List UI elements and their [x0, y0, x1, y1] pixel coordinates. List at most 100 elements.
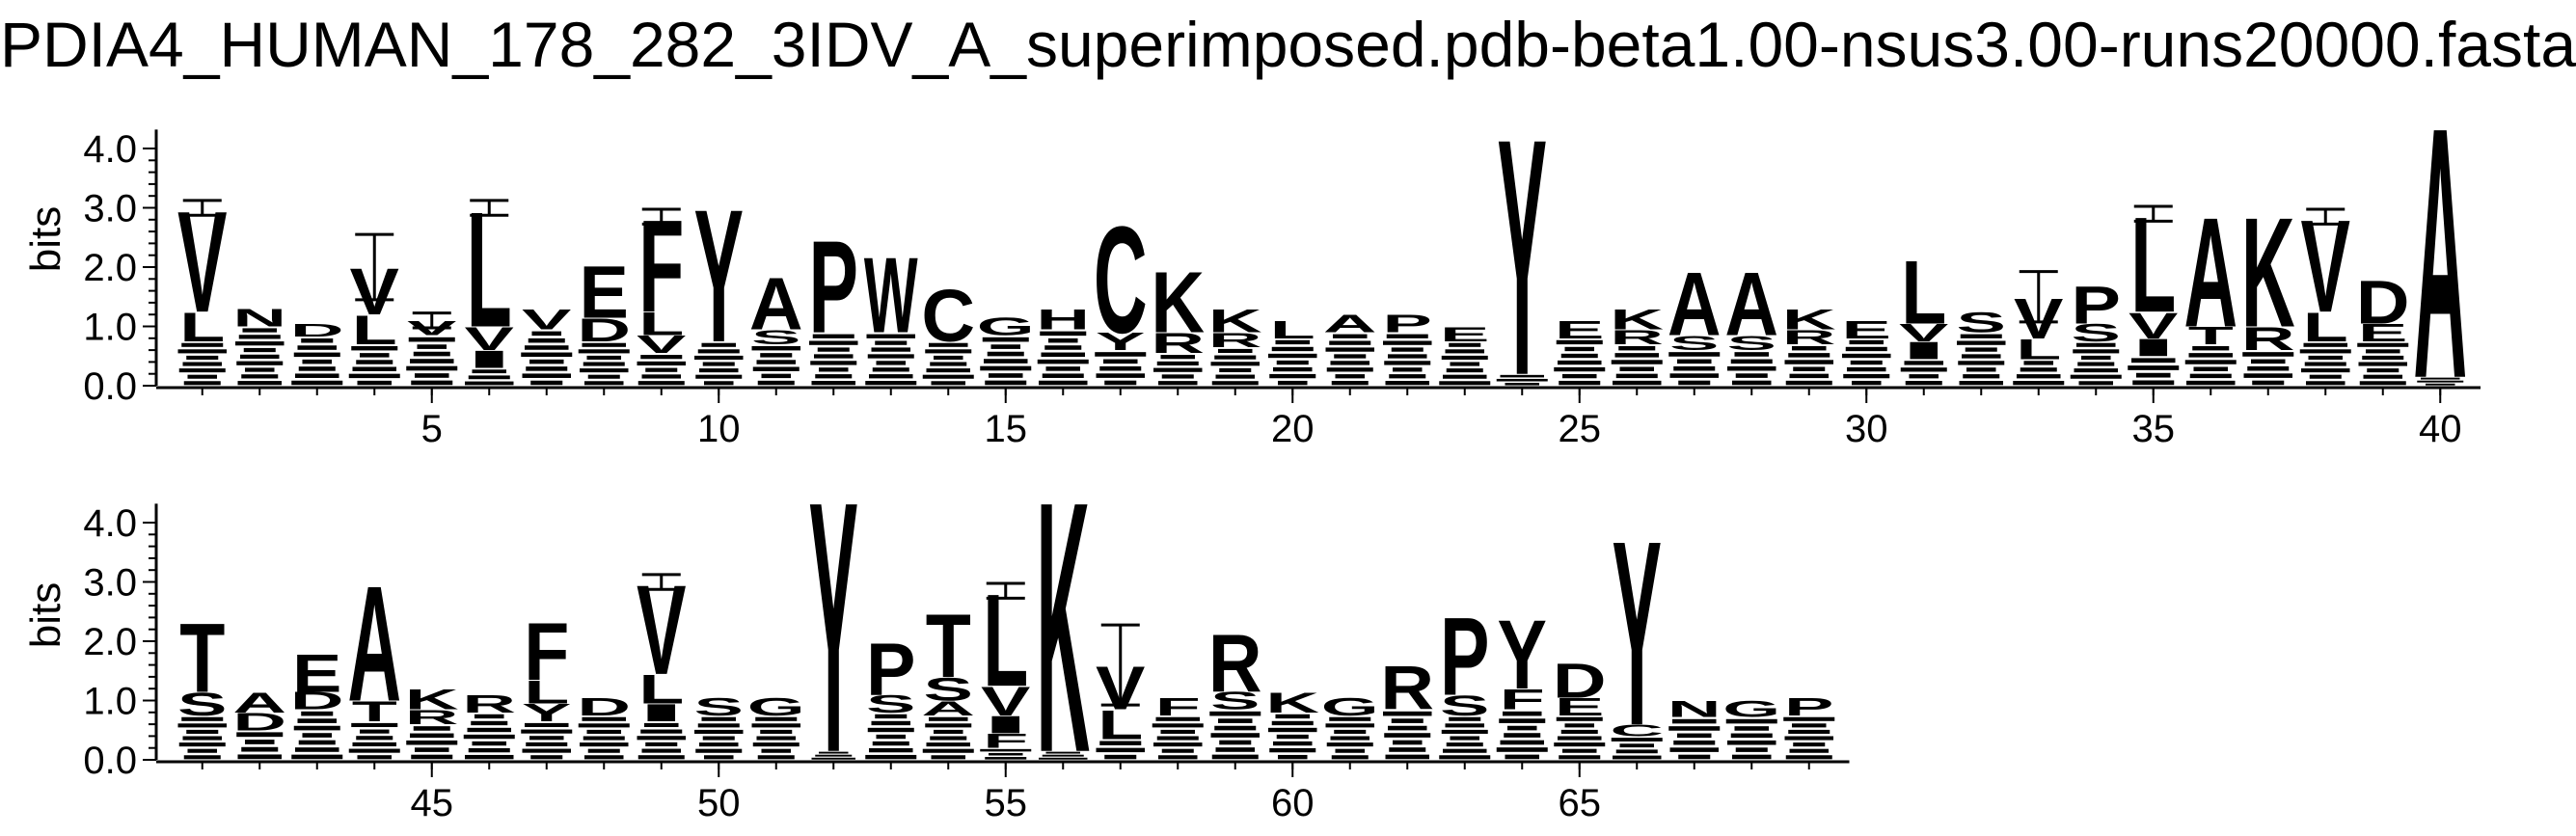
logo-minor-letter	[413, 726, 450, 731]
logo-minor-letter	[529, 359, 564, 364]
logo-minor-letter	[1845, 346, 1887, 352]
logo-column: RK	[1208, 303, 1262, 386]
logo-minor-letter	[1152, 742, 1203, 747]
logo-minor-letter	[524, 345, 569, 350]
logo-minor-letter	[1335, 748, 1366, 753]
logo-minor-letter	[2074, 368, 2119, 373]
logo-minor-letter	[693, 355, 744, 360]
y-tick-label: 1.0	[83, 307, 137, 349]
logo-minor-letter	[1668, 726, 1721, 731]
logo-minor-letter	[1276, 734, 1309, 740]
logo-minor-letter	[293, 725, 340, 731]
logo-minor-letter	[357, 380, 393, 386]
logo-minor-letter	[1096, 747, 1146, 753]
logo-minor-letter	[187, 748, 218, 753]
logo-minor-letter	[922, 748, 974, 753]
logo-minor-letter	[983, 359, 1028, 364]
logo-minor-letter	[586, 729, 622, 734]
logo-minor-letter	[1047, 337, 1078, 343]
x-tick-label: 35	[2132, 408, 2176, 450]
logo-minor-letter	[351, 345, 398, 351]
logo-minor-letter	[1385, 381, 1430, 386]
logo-minor-letter	[637, 361, 687, 366]
logo-column: K	[1265, 687, 1319, 760]
logo-minor-letter	[2185, 380, 2236, 386]
logo-minor-letter	[586, 355, 622, 360]
logo-minor-letter	[468, 747, 510, 753]
logo-minor-letter	[1217, 718, 1253, 723]
logo-minor-letter	[1104, 380, 1137, 386]
logo-letter-K: K	[405, 684, 459, 715]
logo-column: ED	[2356, 268, 2410, 386]
logo-letter-V: V	[2129, 305, 2179, 346]
logo-minor-letter	[356, 736, 393, 741]
logo-minor-letter	[2250, 359, 2286, 364]
logo-letter-P: P	[866, 628, 915, 711]
logo-minor-letter	[234, 341, 285, 346]
logo-minor-letter	[531, 331, 562, 337]
logo-minor-letter	[467, 727, 512, 733]
logo-minor-letter	[177, 723, 228, 728]
logo-minor-letter	[1669, 747, 1720, 752]
logo-column: N	[232, 305, 286, 386]
logo-letter-A: A	[2413, 52, 2467, 452]
logo-minor-letter	[2077, 362, 2115, 366]
page-title: PDIA4_HUMAN_178_282_3IDV_A_superimposed.…	[0, 9, 2576, 80]
logo-column: S	[694, 693, 744, 760]
logo-minor-letter	[1329, 340, 1371, 345]
logo-minor-letter	[1037, 359, 1089, 364]
logo-minor-letter	[988, 752, 1023, 756]
logo-minor-letter	[868, 747, 913, 753]
logo-minor-letter	[1843, 373, 1890, 379]
logo-column: VLF	[637, 193, 687, 386]
logo-letter-A: A	[1323, 310, 1377, 338]
logo-column: G	[747, 693, 805, 760]
logo-column: RK	[1151, 254, 1205, 386]
logo-minor-letter	[2425, 383, 2455, 386]
logo-letter-G: G	[1722, 696, 1780, 722]
logo-column: D	[577, 693, 631, 760]
logo-letter-I: I	[635, 699, 688, 727]
logo-minor-letter	[291, 380, 343, 386]
logo-minor-letter	[1963, 374, 2000, 379]
logo-panel-1: 0.01.02.03.04.0510152025303540LVNDLVVIVL…	[83, 52, 2481, 453]
logo-minor-letter	[1900, 367, 1947, 372]
logo-letter-Y: Y	[1498, 601, 1547, 711]
logo-minor-letter	[1965, 347, 1997, 352]
logo-minor-letter	[2075, 342, 2116, 347]
logo-minor-letter	[1272, 741, 1313, 746]
logo-minor-letter	[357, 755, 393, 760]
logo-minor-letter	[2365, 349, 2400, 354]
logo-minor-letter	[1210, 733, 1261, 738]
logo-minor-letter	[1966, 367, 1996, 372]
logo-minor-letter	[1449, 716, 1481, 721]
logo-minor-letter	[1554, 742, 1606, 747]
logo-minor-letter	[241, 374, 279, 379]
logo-minor-letter	[1956, 340, 2006, 345]
logo-minor-letter	[244, 367, 275, 372]
logo-letter-V: V	[1899, 319, 1948, 347]
logo-minor-letter	[582, 342, 627, 347]
x-tick-label: 25	[1559, 408, 1602, 450]
logo-minor-letter	[1384, 361, 1431, 365]
logo-minor-letter	[933, 355, 963, 360]
logo-minor-letter	[2309, 374, 2342, 379]
logo-minor-letter	[244, 740, 275, 744]
logo-minor-letter	[1160, 355, 1196, 360]
logo-letter-L: L	[638, 667, 684, 713]
logo-minor-letter	[2363, 374, 2403, 379]
logo-letter-Y: Y	[694, 170, 744, 382]
logo-minor-letter	[1160, 729, 1196, 734]
logo-minor-letter	[1450, 362, 1480, 366]
logo-minor-letter	[183, 381, 221, 386]
logo-letter-L: L	[524, 674, 569, 711]
logo-minor-letter	[1909, 374, 1939, 379]
logo-minor-letter	[2130, 358, 2176, 364]
logo-column: LV	[348, 232, 400, 386]
logo-column: LV	[2013, 270, 2065, 386]
y-tick-label: 3.0	[83, 562, 137, 605]
logo-minor-letter	[697, 349, 740, 354]
logo-minor-letter	[1102, 359, 1138, 364]
logo-minor-letter	[1505, 383, 1540, 386]
logo-minor-letter	[1332, 334, 1368, 338]
